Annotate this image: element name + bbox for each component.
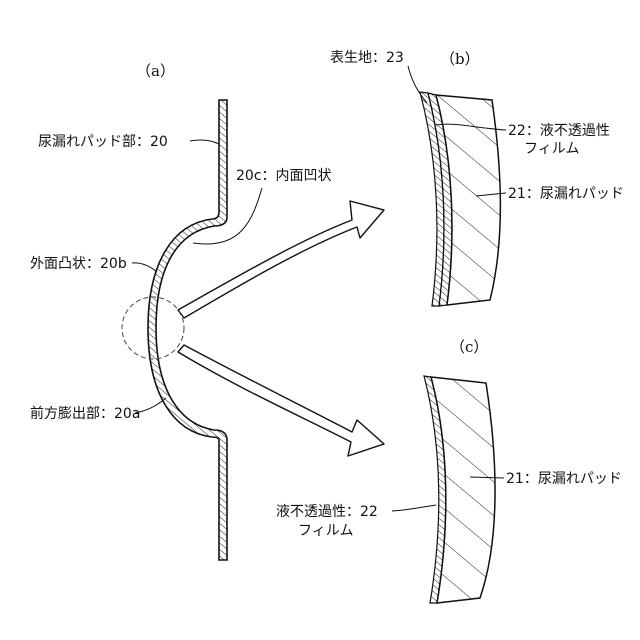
label-outer-convex-20b: 外面凸状：20b bbox=[30, 256, 127, 272]
arrow-to-c bbox=[178, 345, 384, 456]
label-film-22-c-1: 液不透過性：22 bbox=[276, 504, 378, 520]
label-surface-23: 表生地：23 bbox=[330, 50, 404, 66]
panel-a-label: （a） bbox=[136, 62, 175, 80]
label-pad-20: 尿漏れパッド部：20 bbox=[38, 134, 168, 150]
label-film-22-c-2: フィルム bbox=[298, 523, 353, 539]
label-pad-21-c: 21：尿漏れパッド bbox=[506, 471, 622, 487]
arrow-to-b bbox=[178, 201, 384, 318]
panel-c-label: （c） bbox=[450, 338, 488, 356]
leader-pad-20 bbox=[190, 140, 219, 144]
label-film-22-b-2: フィルム bbox=[524, 141, 579, 157]
label-front-bulge-20a: 前方膨出部：20a bbox=[30, 405, 140, 422]
label-inner-concave-20c: 20c：内面凹状 bbox=[236, 168, 332, 184]
leader-20b bbox=[132, 263, 157, 272]
label-film-22-b-1: 22：液不透過性 bbox=[508, 123, 610, 139]
leader-22-c bbox=[392, 505, 436, 511]
label-pad-21-b: 21：尿漏れパッド bbox=[508, 186, 624, 202]
panel-b-label: （b） bbox=[440, 50, 480, 68]
pad-cross-section bbox=[148, 100, 227, 560]
